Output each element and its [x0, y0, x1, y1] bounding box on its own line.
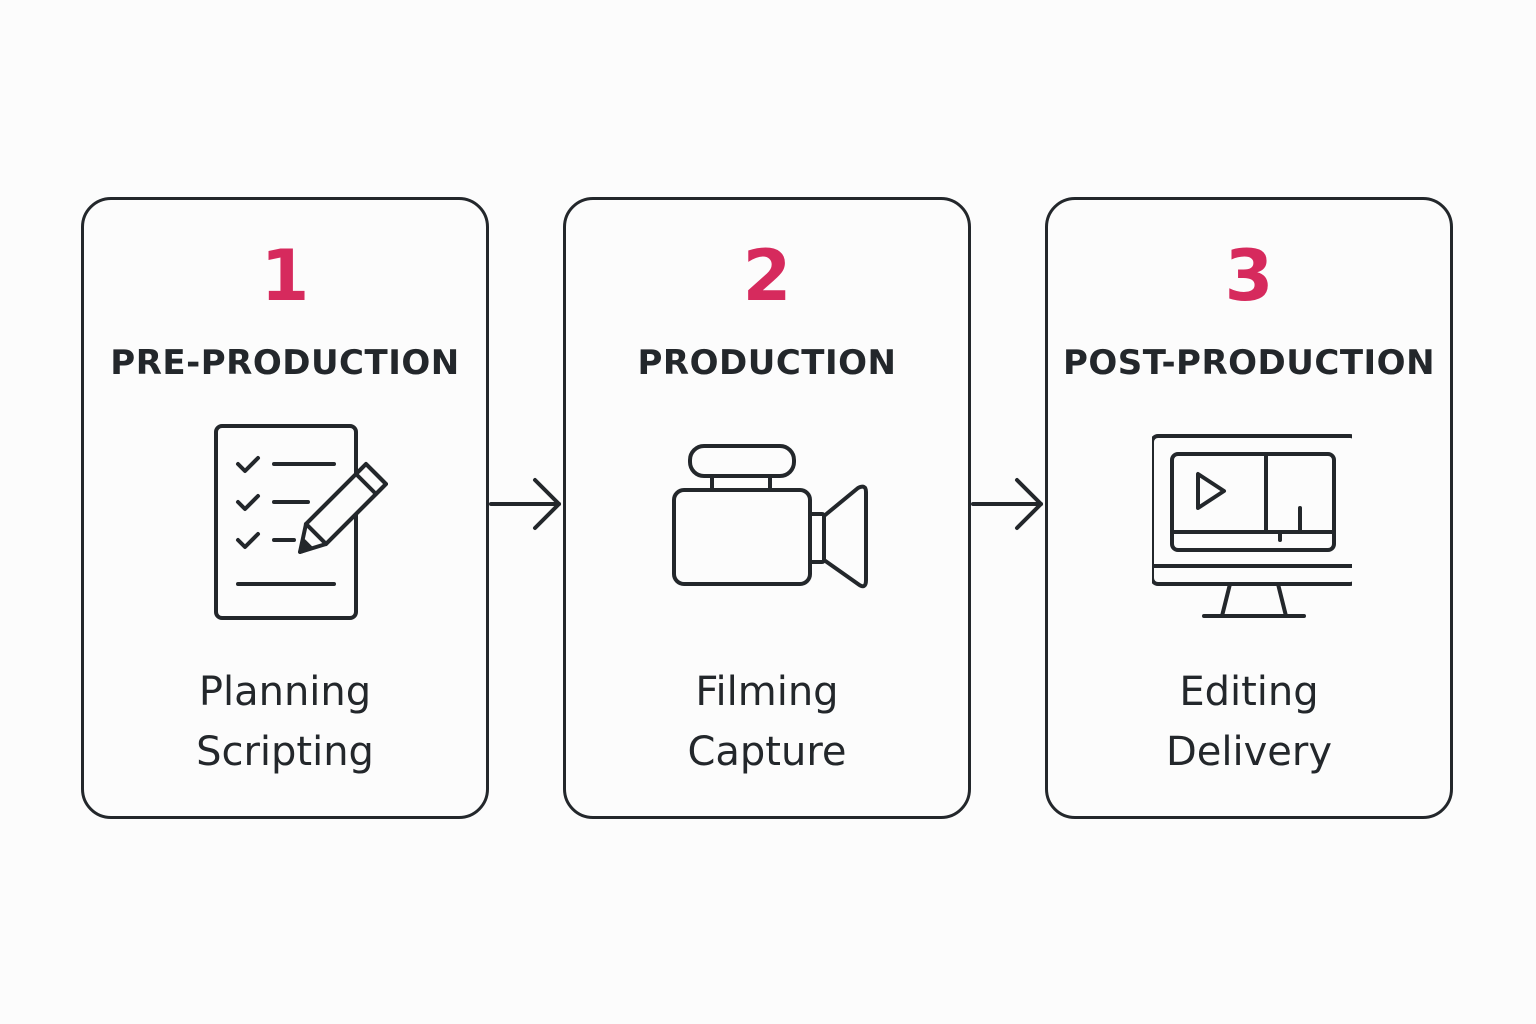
- step-number: 3: [1224, 235, 1274, 317]
- step-description: Filming Capture: [566, 662, 968, 782]
- step-line: Scripting: [196, 729, 374, 775]
- step-line: Editing: [1179, 669, 1319, 715]
- step-card-pre-production: 1 PRE-PRODUCTION: [81, 197, 489, 819]
- video-camera-icon: [670, 420, 870, 620]
- step-line: Delivery: [1165, 729, 1333, 775]
- monitor-video-editor-icon: [1152, 420, 1352, 620]
- step-description: Planning Scripting: [84, 662, 486, 782]
- step-title: POST-PRODUCTION: [1062, 343, 1436, 383]
- step-card-post-production: 3 POST-PRODUCTION: [1045, 197, 1453, 819]
- step-description: Editing Delivery: [1048, 662, 1450, 782]
- checklist-pencil-icon: [188, 420, 388, 620]
- step-title: PRODUCTION: [637, 343, 897, 383]
- step-title: PRE-PRODUCTION: [110, 343, 460, 383]
- step-line: Planning: [198, 669, 372, 715]
- arrow-right-icon: [489, 476, 563, 532]
- step-number: 1: [260, 235, 310, 317]
- step-line: Filming: [695, 669, 839, 715]
- step-number: 2: [742, 235, 792, 317]
- step-card-production: 2 PRODUCTION Filming Capture: [563, 197, 971, 819]
- step-line: Capture: [687, 729, 847, 775]
- arrow-right-icon: [971, 476, 1045, 532]
